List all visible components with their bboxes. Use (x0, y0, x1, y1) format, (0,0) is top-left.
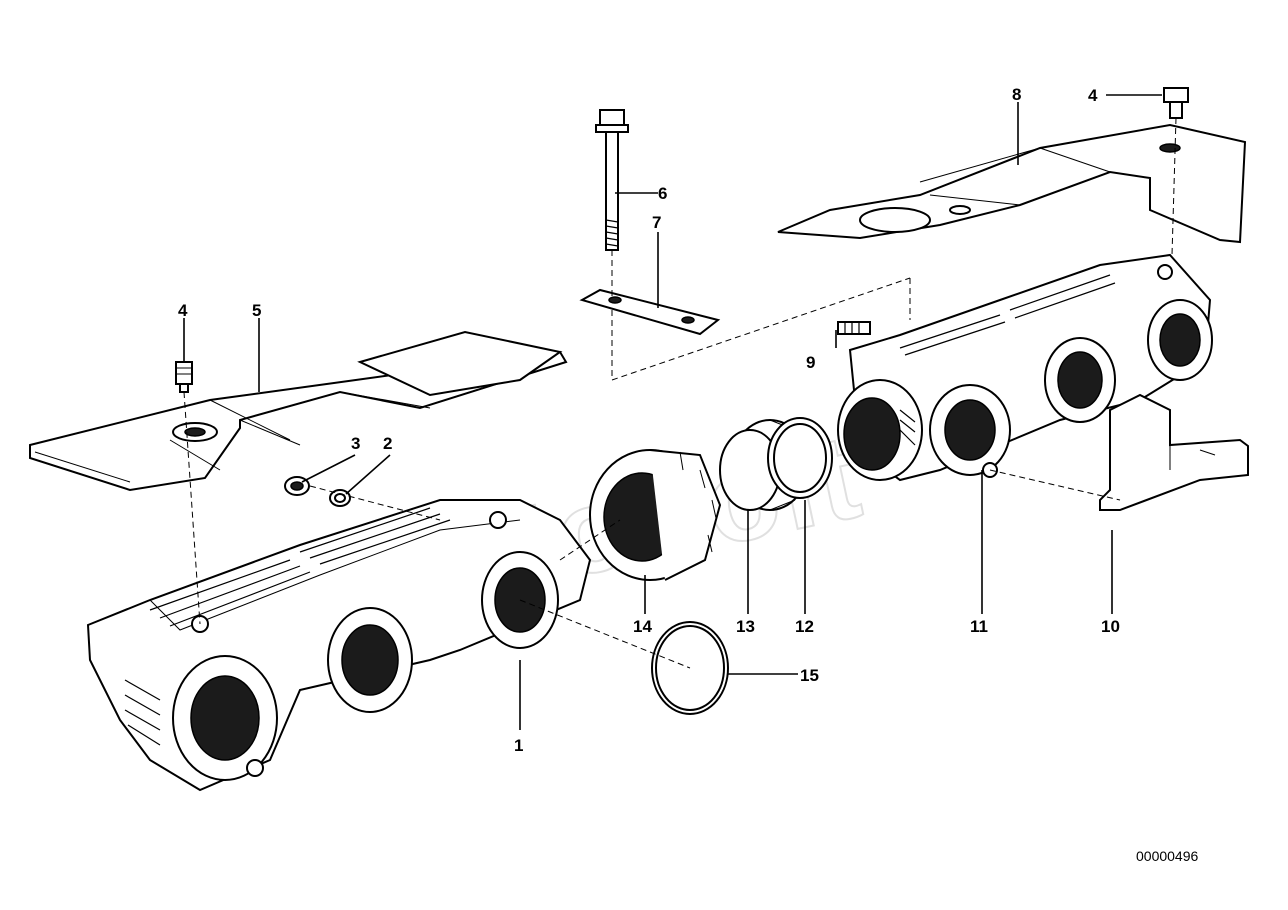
heat-shield-left (29, 330, 568, 492)
seal-ring (767, 417, 833, 499)
stud-bolt (837, 321, 871, 335)
callout-14: 14 (633, 617, 652, 636)
callout-13: 13 (736, 617, 755, 636)
callout-10: 10 (1101, 617, 1120, 636)
callout-3: 3 (351, 434, 360, 453)
washer (329, 489, 351, 507)
manifold-left (86, 499, 592, 792)
bolt-right (1163, 87, 1189, 119)
clamp-plate (579, 288, 721, 336)
manifold-right (837, 253, 1213, 482)
callout-12: 12 (795, 617, 814, 636)
callout-8: 8 (1012, 85, 1021, 104)
callout-15: 15 (800, 666, 819, 685)
callout-labels: 1 2 3 4 4 5 6 7 8 9 10 11 12 13 14 15 (178, 85, 1120, 755)
leader-lines (183, 94, 1177, 730)
bolt-left (175, 361, 193, 393)
callout-11: 11 (970, 617, 988, 636)
mounting-bracket (1099, 393, 1249, 511)
diagram-reference-code: 00000496 (1136, 848, 1199, 864)
callout-7: 7 (652, 213, 661, 232)
callout-4-right: 4 (1088, 86, 1098, 105)
callout-1: 1 (514, 736, 523, 755)
callout-9: 9 (806, 353, 815, 372)
callout-2: 2 (383, 434, 392, 453)
heat-shield-right (777, 123, 1247, 244)
callout-6: 6 (658, 184, 667, 203)
long-bolt (595, 109, 629, 251)
callout-4-left: 4 (178, 301, 188, 320)
union-nut (589, 449, 722, 581)
callout-5: 5 (252, 301, 261, 320)
